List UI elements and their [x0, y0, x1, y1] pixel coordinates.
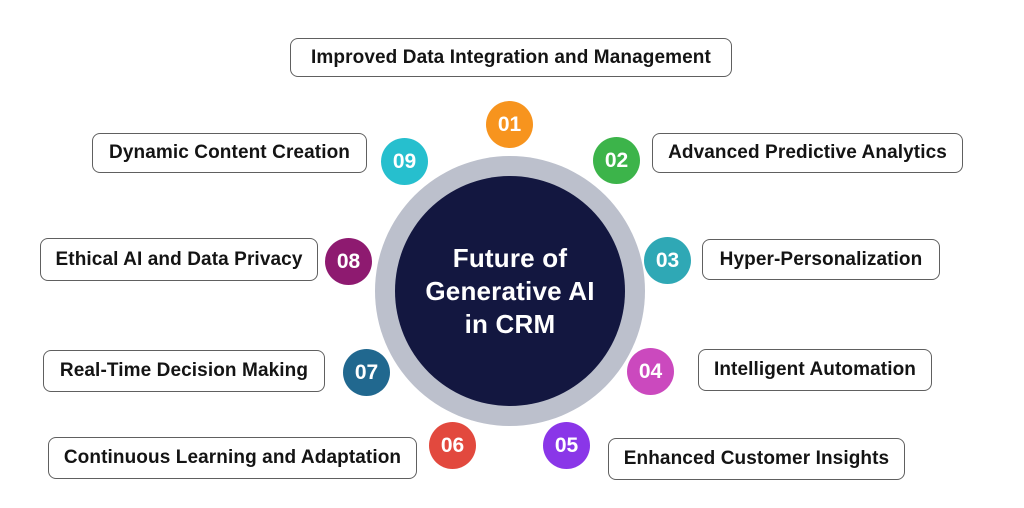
- step-09-label: Dynamic Content Creation: [92, 133, 367, 173]
- step-05-badge: 05: [543, 422, 590, 469]
- hub-title-line-3: in CRM: [464, 308, 556, 339]
- step-04-badge: 04: [627, 348, 674, 395]
- step-08-badge: 08: [325, 238, 372, 285]
- step-02-badge: 02: [593, 137, 640, 184]
- step-04-label: Intelligent Automation: [698, 349, 932, 391]
- hub-title-line-2: Generative AI: [425, 275, 595, 306]
- step-01-label: Improved Data Integration and Management: [290, 38, 732, 77]
- step-05-label: Enhanced Customer Insights: [608, 438, 905, 480]
- step-06-label: Continuous Learning and Adaptation: [48, 437, 417, 479]
- hub-title-line-1: Future of: [452, 242, 568, 273]
- step-03-badge: 03: [644, 237, 691, 284]
- step-02-label: Advanced Predictive Analytics: [652, 133, 963, 173]
- step-01-badge: 01: [486, 101, 533, 148]
- step-07-label: Real-Time Decision Making: [43, 350, 325, 392]
- step-03-label: Hyper-Personalization: [702, 239, 940, 280]
- hub-core: Future of Generative AI in CRM: [395, 176, 625, 406]
- step-06-badge: 06: [429, 422, 476, 469]
- step-09-badge: 09: [381, 138, 428, 185]
- step-08-label: Ethical AI and Data Privacy: [40, 238, 318, 281]
- step-07-badge: 07: [343, 349, 390, 396]
